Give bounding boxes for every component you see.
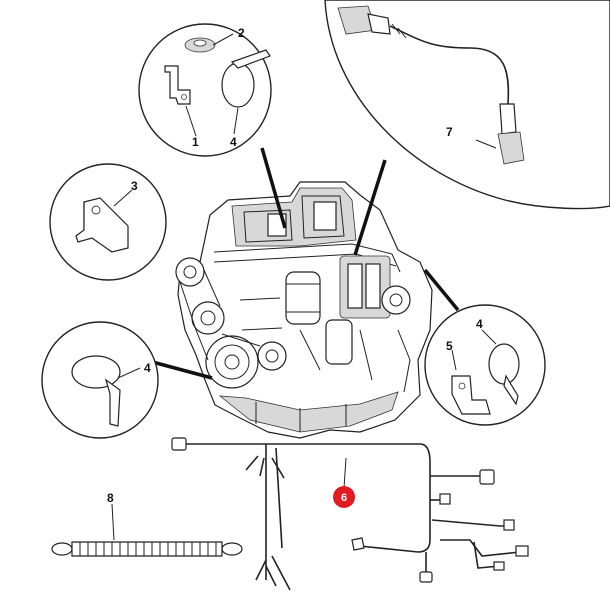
callout-4-top: 4	[230, 135, 237, 149]
detail-circle-connector: 7	[324, 0, 610, 210]
highlight-badge-6	[333, 486, 355, 508]
protective-sleeve: 8	[51, 491, 243, 557]
callout-7: 7	[446, 125, 453, 139]
engine-illustration	[175, 181, 433, 439]
detail-circle-tie-left: 4	[41, 321, 159, 439]
callout-8: 8	[107, 491, 114, 505]
detail-circle-clip: 3	[49, 163, 167, 281]
callout-2: 2	[238, 26, 245, 40]
leader-lines	[144, 147, 460, 380]
detail-circle-top: 2 1 4	[138, 23, 272, 157]
callout-4-right: 4	[476, 317, 483, 331]
detail-circle-tie-right: 4 5	[424, 304, 546, 426]
callout-6: 6	[341, 492, 347, 504]
callout-4-left: 4	[144, 361, 151, 375]
callout-3: 3	[131, 179, 138, 193]
callout-5: 5	[446, 339, 453, 353]
wiring-harness: 6	[171, 437, 529, 591]
callout-1: 1	[192, 135, 199, 149]
